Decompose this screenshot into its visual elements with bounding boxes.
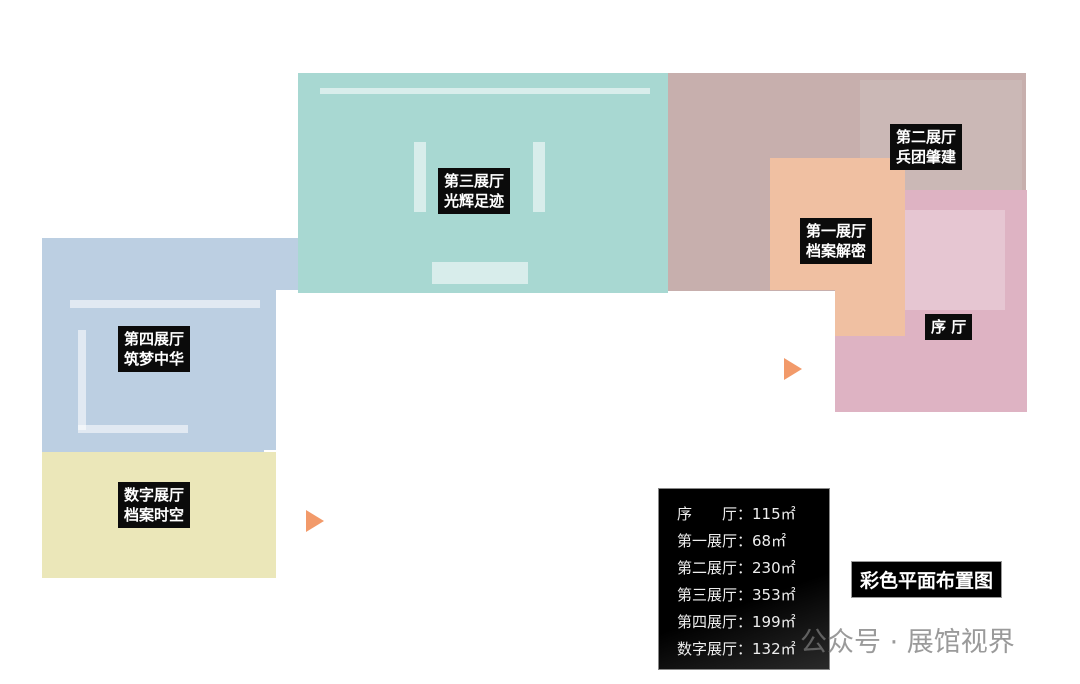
- hall4-corridor: [262, 238, 304, 290]
- watermark: 公众号 · 展馆视界: [800, 627, 1015, 658]
- legend-row: 第四展厅：199㎡: [677, 613, 796, 631]
- exit-arrow-icon: [306, 510, 324, 532]
- prelude-label: 序 厅: [925, 314, 973, 340]
- entrance-arrow-icon: [784, 358, 802, 380]
- plan-title: 彩色平面布置图: [851, 561, 1003, 598]
- legend-row: 第一展厅：68㎡: [677, 532, 787, 550]
- hall1-lower: [835, 288, 905, 336]
- hall4-inner-wall: [78, 330, 86, 430]
- hall2-label: 第二展厅兵团肇建: [890, 124, 963, 170]
- legend-row: 数字展厅：132㎡: [677, 640, 796, 658]
- digital-hall-label: 数字展厅档案时空: [118, 482, 191, 528]
- hall3-display-case: [414, 142, 426, 212]
- legend-row: 序 厅：115㎡: [677, 505, 796, 523]
- hall3-label: 第三展厅光辉足迹: [438, 168, 511, 214]
- prelude-inner-room: [905, 210, 1005, 310]
- hall3-inner-wall: [320, 88, 650, 94]
- legend-row: 第二展厅：230㎡: [677, 559, 796, 577]
- hall1-label: 第一展厅档案解密: [800, 218, 873, 264]
- hall3-display-case: [533, 142, 545, 212]
- hall4-inner-wall: [70, 300, 260, 308]
- hall4-east-wing: [262, 285, 276, 450]
- legend-row: 第三展厅：353㎡: [677, 586, 796, 604]
- hall4-label: 第四展厅筑梦中华: [118, 326, 191, 372]
- hall3-display-case: [432, 262, 528, 284]
- hall4-inner-wall: [78, 425, 188, 433]
- area-legend: 序 厅：115㎡ 第一展厅：68㎡ 第二展厅：230㎡ 第三展厅：353㎡ 第四…: [658, 488, 830, 670]
